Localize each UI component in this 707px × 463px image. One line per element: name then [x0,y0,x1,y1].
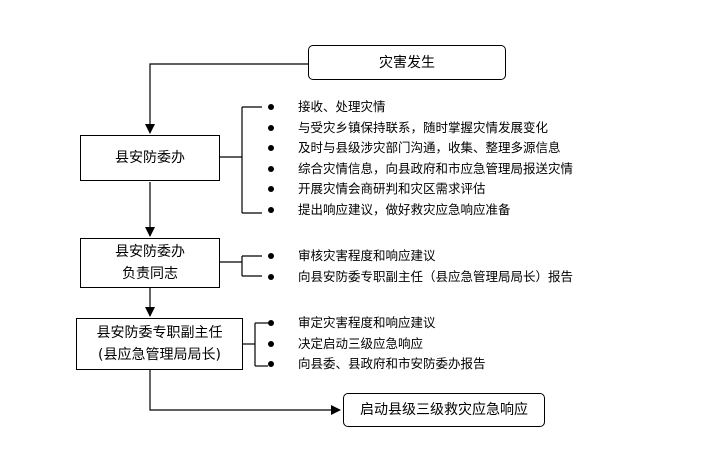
list-item: 提出响应建议，做好救灾应急响应准备 [268,200,573,221]
node-deputy-director: 县安防委专职副主任 (县应急管理局局长) [76,318,243,370]
arrow-node3-to-end [149,370,341,415]
list-item: 综合灾情信息，向县政府和市应急管理局报送灾情 [268,159,573,180]
bullet-icon [268,253,274,259]
end-node-label: 启动县级三级救灾应急响应 [360,402,528,418]
list-item: 接收、处理灾情 [268,97,573,118]
bullet-icon [268,273,274,280]
task-list-group3: 审定灾害程度和响应建议 决定启动三级应急响应 向县委、县政府和市安防委办报告 [268,313,486,375]
list-item: 向县安防委专职副主任（县应急管理局局长）报告 [268,267,573,288]
node3-line2: (县应急管理局局长) [98,347,221,363]
bullet-icon [268,124,274,131]
list-item: 审核灾害程度和响应建议 [268,246,573,267]
bullet-icon [268,145,274,151]
bullet-icon [268,320,274,326]
list-item: 与受灾乡镇保持联系，随时掌握灾情发展变化 [268,118,573,139]
list-item: 向县委、县政府和市安防委办报告 [268,354,486,375]
node3-line1: 县安防委专职副主任 [96,325,223,341]
list-item: 开展灾情会商研判和灾区需求评估 [268,179,573,200]
node2-line1: 县安防委办 [115,244,185,260]
start-node-label: 灾害发生 [379,54,435,71]
list-item: 及时与县级涉灾部门沟通，收集、整理多源信息 [268,138,573,159]
node-office-responsible-person: 县安防委办 负责同志 [80,238,220,288]
node-county-safety-office: 县安防委办 [80,135,220,181]
end-node: 启动县级三级救灾应急响应 [343,393,545,427]
list-item: 决定启动三级应急响应 [268,334,486,355]
bullet-icon [268,104,274,110]
node1-label: 县安防委办 [115,150,185,166]
node2-line2: 负责同志 [122,266,178,282]
bullet-icon [268,361,274,367]
start-node: 灾害发生 [308,45,506,80]
bullet-icon [268,340,274,347]
task-list-group1: 接收、处理灾情 与受灾乡镇保持联系，随时掌握灾情发展变化 及时与县级涉灾部门沟通… [268,97,573,220]
bullet-icon [268,165,274,172]
list-item: 审定灾害程度和响应建议 [268,313,486,334]
arrow-start-to-node1 [145,63,308,134]
bullet-icon [268,206,274,213]
bullet-icon [268,186,274,192]
task-list-group2: 审核灾害程度和响应建议 向县安防委专职副主任（县应急管理局局长）报告 [268,246,573,287]
